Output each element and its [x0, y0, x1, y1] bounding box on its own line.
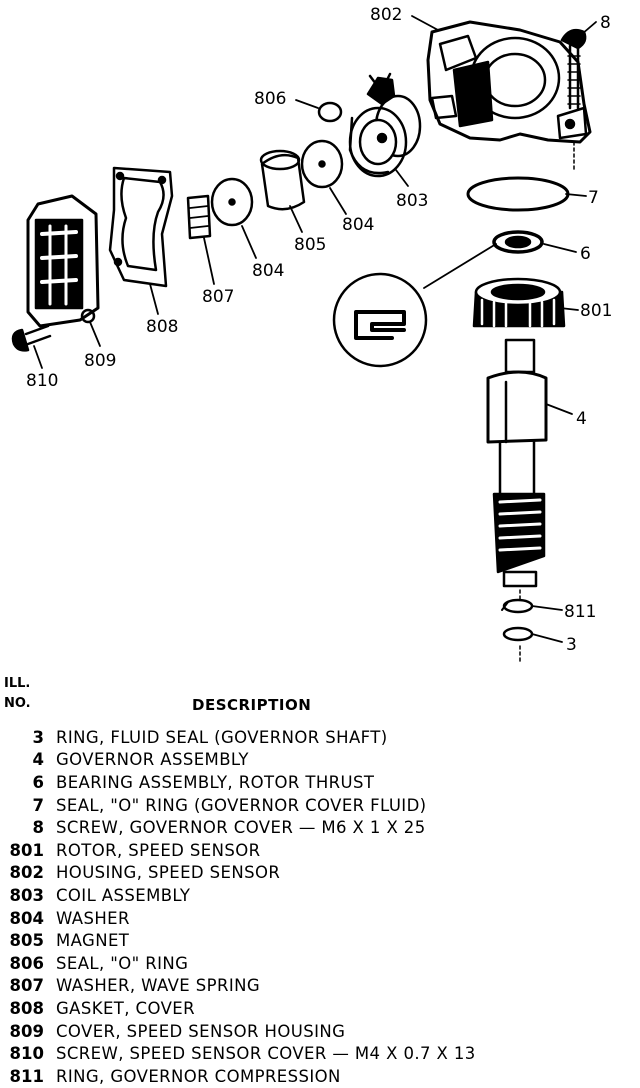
o-ring-seal-part — [317, 101, 343, 123]
legend-item-description: ROTOR, SPEED SENSOR — [56, 840, 261, 860]
legend-item-number: 804 — [9, 908, 44, 928]
legend-row: 806 SEAL, "O" RING — [0, 952, 640, 975]
legend-item-number: 7 — [32, 795, 44, 815]
legend-row: 809 COVER, SPEED SENSOR HOUSING — [0, 1020, 640, 1043]
parts-legend: ILL. NO. DESCRIPTION 3 RING, FLUID SEAL (… — [0, 676, 640, 1086]
legend-header-ill: ILL. — [4, 676, 31, 691]
legend-item-number: 811 — [9, 1066, 44, 1086]
callout-807: 807 — [202, 287, 234, 307]
callout-806: 806 — [254, 89, 286, 109]
legend-header-description: DESCRIPTION — [192, 696, 312, 714]
legend-item-number: 806 — [9, 953, 44, 973]
legend-item-number: 802 — [9, 863, 44, 883]
bearing-detail-magnifier — [332, 243, 497, 368]
screw-speed-sensor-cover-part — [11, 324, 52, 352]
legend-item-description: WASHER — [56, 908, 130, 928]
legend-item-description: WASHER, WAVE SPRING — [56, 976, 261, 996]
ring-fluid-seal-part — [502, 626, 534, 665]
legend-row: 3 RING, FLUID SEAL (GOVERNOR SHAFT) — [0, 726, 640, 749]
legend-row: 805 MAGNET — [0, 929, 640, 952]
gasket-cover-part — [108, 166, 174, 288]
legend-item-description: RING, FLUID SEAL (GOVERNOR SHAFT) — [56, 727, 388, 747]
callout-808: 808 — [146, 317, 178, 337]
legend-item-description: RING, GOVERNOR COMPRESSION — [56, 1066, 341, 1086]
legend-item-number: 805 — [9, 931, 44, 951]
legend-row: 7 SEAL, "O" RING (GOVERNOR COVER FLUID) — [0, 794, 640, 817]
bearing-rotor-thrust-part — [492, 230, 544, 254]
legend-row: 804 WASHER — [0, 907, 640, 930]
legend-row: 802 HOUSING, SPEED SENSOR — [0, 862, 640, 885]
legend-item-number: 807 — [9, 976, 44, 996]
legend-row: 803 COIL ASSEMBLY — [0, 884, 640, 907]
callout-811: 811 — [564, 602, 596, 622]
callout-3: 3 — [566, 635, 577, 655]
screw-governor-cover-part — [560, 29, 587, 171]
legend-item-description: HOUSING, SPEED SENSOR — [56, 863, 281, 883]
coil-assembly-part — [348, 72, 422, 178]
callout-802: 802 — [370, 5, 402, 25]
legend-item-description: SCREW, GOVERNOR COVER — M6 X 1 X 25 — [56, 818, 426, 838]
wave-spring-washer-part — [186, 194, 212, 240]
callout-4: 4 — [576, 409, 587, 429]
legend-item-description: SEAL, "O" RING — [56, 953, 189, 973]
legend-item-number: 809 — [9, 1021, 44, 1041]
ring-governor-compression-part — [501, 598, 534, 614]
legend-row: 810 SCREW, SPEED SENSOR COVER — M4 X 0.7 … — [0, 1042, 640, 1065]
legend-item-number: 810 — [9, 1044, 44, 1064]
callout-809: 809 — [84, 351, 116, 371]
legend-row: 8 SCREW, GOVERNOR COVER — M6 X 1 X 25 — [0, 816, 640, 839]
legend-header-no: NO. — [4, 696, 31, 711]
legend-row: 4 GOVERNOR ASSEMBLY — [0, 749, 640, 772]
callout-7: 7 — [588, 188, 599, 208]
legend-item-description: SCREW, SPEED SENSOR COVER — M4 X 0.7 X 1… — [56, 1044, 476, 1064]
legend-row: 6 BEARING ASSEMBLY, ROTOR THRUST — [0, 771, 640, 794]
legend-item-description: GASKET, COVER — [56, 998, 195, 1018]
callout-801: 801 — [580, 301, 612, 321]
legend-item-description: SEAL, "O" RING (GOVERNOR COVER FLUID) — [56, 795, 427, 815]
callout-leader-lines — [33, 15, 597, 643]
legend-item-description: GOVERNOR ASSEMBLY — [56, 750, 249, 770]
legend-row: 808 GASKET, COVER — [0, 997, 640, 1020]
legend-row: 801 ROTOR, SPEED SENSOR — [0, 839, 640, 862]
legend-row: 811 RING, GOVERNOR COMPRESSION — [0, 1065, 640, 1088]
callout-804-left: 804 — [252, 261, 284, 281]
legend-item-number: 808 — [9, 998, 44, 1018]
governor-assembly-part — [486, 338, 548, 601]
callout-805: 805 — [294, 235, 326, 255]
legend-row: 807 WASHER, WAVE SPRING — [0, 975, 640, 998]
legend-item-description: COVER, SPEED SENSOR HOUSING — [56, 1021, 346, 1041]
legend-item-number: 8 — [32, 818, 44, 838]
callout-6: 6 — [580, 244, 591, 264]
legend-item-number: 801 — [9, 840, 44, 860]
legend-rows: 3 RING, FLUID SEAL (GOVERNOR SHAFT) 4 GOVE… — [0, 726, 640, 1088]
o-ring-governor-cover-part — [466, 176, 570, 212]
legend-item-number: 4 — [32, 750, 44, 770]
legend-item-number: 3 — [32, 727, 44, 747]
callout-804-right: 804 — [342, 215, 374, 235]
rotor-speed-sensor-part — [472, 277, 566, 328]
callout-810: 810 — [26, 371, 58, 391]
legend-item-description: MAGNET — [56, 931, 130, 951]
washer-left-part — [210, 177, 254, 227]
housing-speed-sensor-part — [426, 20, 592, 144]
callout-803: 803 — [396, 191, 428, 211]
washer-right-part — [300, 139, 344, 189]
legend-item-description: BEARING ASSEMBLY, ROTOR THRUST — [56, 772, 375, 792]
magnet-part — [259, 149, 306, 211]
legend-item-number: 6 — [32, 772, 44, 792]
exploded-parts-diagram: 802 8 806 803 804 7 805 804 6 807 808 80… — [11, 5, 612, 665]
callout-8: 8 — [600, 13, 611, 33]
legend-item-number: 803 — [9, 885, 44, 905]
legend-item-description: COIL ASSEMBLY — [56, 885, 191, 905]
cover-speed-sensor-housing-part — [26, 194, 100, 328]
